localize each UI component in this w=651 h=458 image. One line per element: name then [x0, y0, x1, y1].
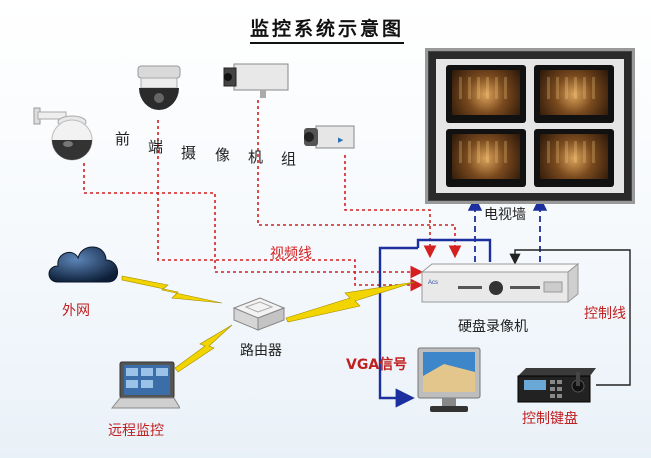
lightning-icon	[174, 324, 233, 373]
vga-line	[378, 246, 418, 408]
keyboard-label: 控制键盘	[522, 411, 578, 427]
dome-camera-icon	[137, 65, 181, 110]
zoom-camera-icon: ▶	[304, 125, 355, 149]
svg-text:Acs: Acs	[428, 280, 438, 286]
control-line	[509, 249, 631, 386]
control-line-label: 控制线	[584, 306, 626, 322]
dvr-label: 硬盘录像机	[458, 319, 528, 335]
cloud-icon	[48, 246, 118, 283]
camera-group-label: 前 端 摄 像 机 组	[115, 130, 297, 168]
dvr-icon: Acs	[420, 262, 580, 304]
video-wall-icon	[425, 48, 635, 204]
svg-text:▶: ▶	[338, 137, 344, 144]
lightning-icon	[285, 281, 416, 323]
router-label: 路由器	[240, 343, 282, 359]
speed-dome-camera-icon	[33, 107, 93, 161]
vga-monitor-icon	[417, 347, 481, 412]
remote-label: 远程监控	[108, 423, 164, 439]
video-line-1	[83, 163, 424, 279]
internet-label: 外网	[62, 303, 90, 319]
control-keyboard-icon	[517, 368, 596, 403]
wireless-links	[121, 275, 416, 373]
video-line-label: 视频线	[270, 246, 312, 262]
lightning-icon	[121, 275, 223, 304]
tv-wall-lines	[467, 196, 548, 262]
router-icon	[232, 297, 286, 331]
box-camera-icon	[223, 63, 289, 98]
vga-label: VGA信号	[346, 357, 408, 373]
tv-wall-label: 电视墙	[484, 207, 526, 223]
video-line-2	[157, 120, 424, 292]
diagram-title: 监控系统示意图	[250, 14, 405, 44]
video-line-4	[344, 155, 437, 259]
laptop-icon	[110, 361, 180, 409]
